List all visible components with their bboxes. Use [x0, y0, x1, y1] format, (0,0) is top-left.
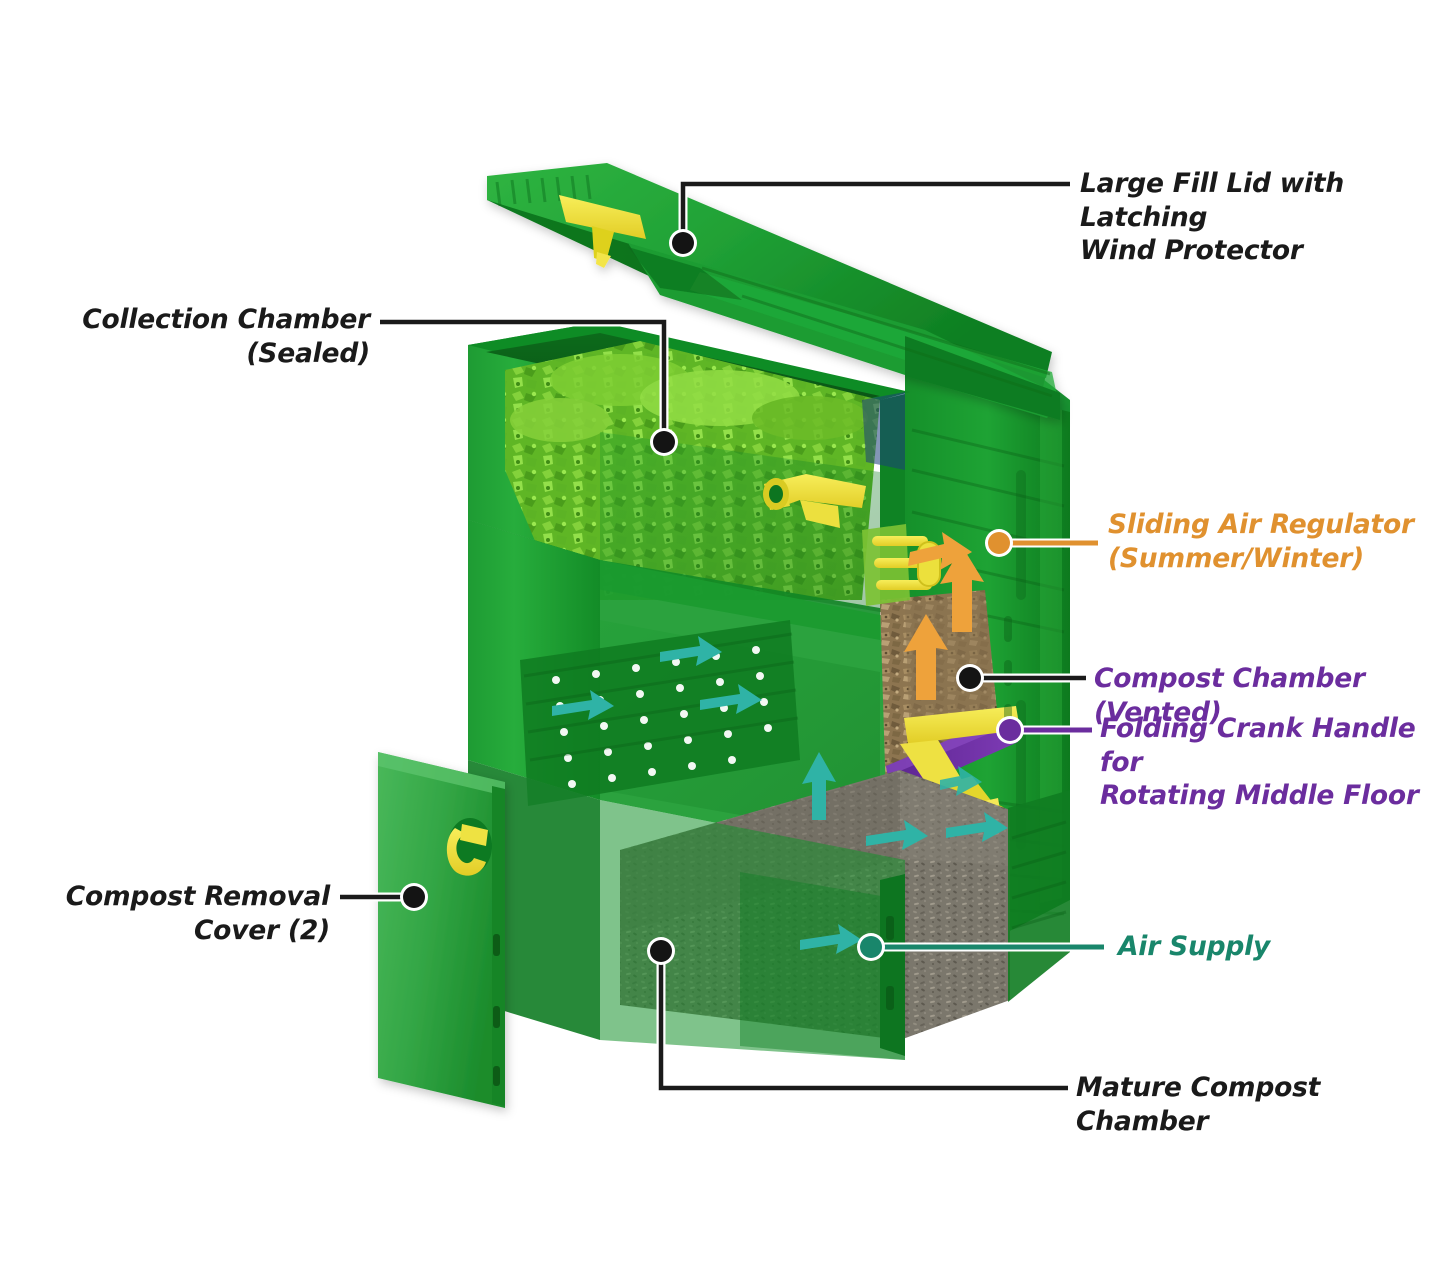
marker-sliding-air-regulator — [988, 532, 1010, 554]
callout-sliding-air-regulator: Sliding Air Regulator (Summer/Winter) — [1108, 509, 1414, 574]
leader-sliding-air-regulator — [985, 529, 1098, 557]
orange-arrows — [904, 532, 984, 700]
marker-air-supply — [860, 936, 882, 958]
callout-air-supply: Air Supply — [1118, 931, 1271, 962]
cyan-arrows — [552, 636, 1008, 954]
callout-leaders — [340, 179, 1104, 1093]
marker-collection-chamber — [653, 431, 675, 453]
leader-compost-chamber — [956, 664, 1086, 692]
callout-collection-chamber: Collection Chamber (Sealed) — [82, 304, 370, 369]
compost-removal-cover — [378, 752, 505, 1108]
leader-mature-compost-chamber — [647, 937, 1068, 1093]
airflow-arrows — [552, 532, 1008, 954]
callout-compost-chamber: Compost Chamber (Vented) — [1094, 663, 1365, 728]
cover-handle — [446, 818, 492, 876]
marker-large-fill-lid — [672, 232, 694, 254]
callout-large-fill-lid: Large Fill Lid with Latching Wind Protec… — [1080, 168, 1345, 267]
marker-compost-removal-cover — [403, 886, 425, 908]
marker-folding-crank-handle — [999, 719, 1021, 741]
leader-collection-chamber — [380, 317, 678, 456]
perforated-middle-floor — [520, 620, 800, 806]
marker-mature-compost-chamber — [650, 940, 672, 962]
leader-air-supply — [857, 933, 1104, 961]
fill-lid — [487, 163, 1060, 420]
leader-compost-removal-cover — [340, 883, 428, 911]
latch-clip — [559, 195, 646, 268]
callout-mature-compost-chamber: Mature Compost Chamber — [1076, 1072, 1321, 1137]
marker-compost-chamber — [959, 667, 981, 689]
collection-chamber-lever — [763, 474, 866, 528]
leader-large-fill-lid — [669, 179, 1070, 257]
leader-folding-crank-handle — [996, 716, 1092, 744]
callout-compost-removal-cover: Compost Removal Cover (2) — [65, 881, 330, 946]
callout-folding-crank-handle: Folding Crank Handle for Rotating Middle… — [1100, 713, 1419, 812]
